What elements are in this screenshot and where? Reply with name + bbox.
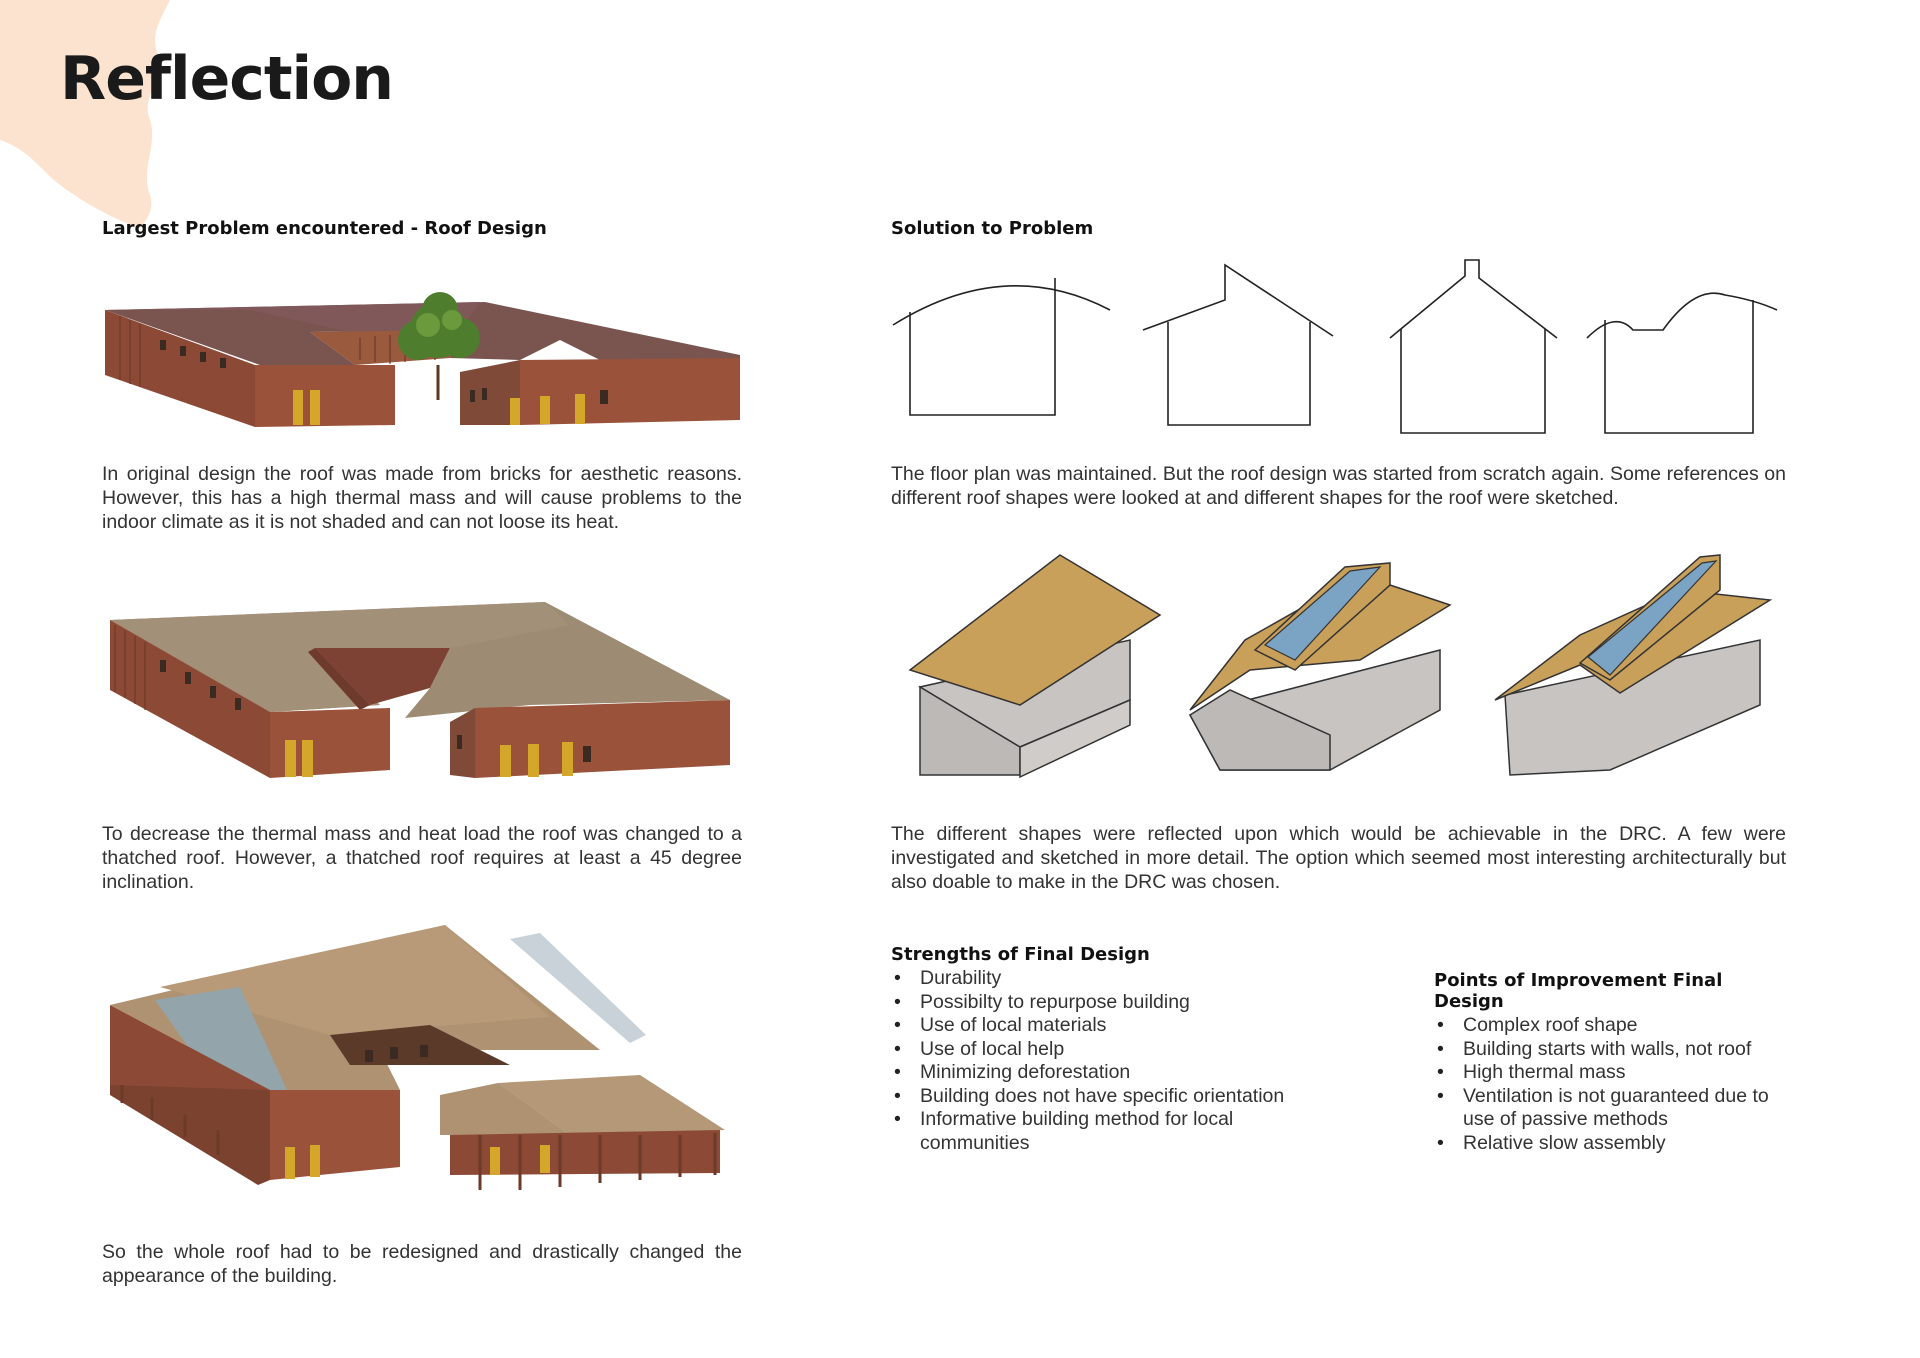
list-item: Use of local materials (891, 1014, 1311, 1038)
thatched-roof-render (110, 602, 730, 778)
list-item: Relative slow assembly (1434, 1132, 1794, 1156)
brick-roof-render (105, 292, 740, 427)
strengths-section: Strengths of Final Design DurabilityPoss… (891, 944, 1311, 1155)
list-item: Informative building method for local co… (891, 1108, 1311, 1155)
improvements-section: Points of Improvement Final Design Compl… (1434, 970, 1794, 1155)
roof-shape-sketches (892, 259, 1778, 434)
list-item: High thermal mass (1434, 1061, 1794, 1085)
right-heading: Solution to Problem (891, 218, 1094, 239)
improvements-list: Complex roof shapeBuilding starts with w… (1434, 1014, 1794, 1155)
left-paragraph-1: In original design the roof was made fro… (102, 463, 742, 533)
list-item: Durability (891, 967, 1311, 991)
left-paragraph-3: So the whole roof had to be redesigned a… (102, 1241, 742, 1287)
left-heading: Largest Problem encountered - Roof Desig… (102, 218, 547, 239)
list-item: Use of local help (891, 1038, 1311, 1062)
corner-decoration (0, 0, 170, 228)
right-paragraph-2: The different shapes were reflected upon… (891, 823, 1786, 893)
list-item: Ventilation is not guaranteed due to use… (1434, 1085, 1794, 1132)
list-item: Complex roof shape (1434, 1014, 1794, 1038)
sketch-roof-option-2 (1188, 562, 1452, 771)
sketch-roof-option-1 (908, 554, 1162, 779)
list-item: Building does not have specific orientat… (891, 1085, 1311, 1109)
page-title: Reflection (60, 44, 394, 114)
list-item: Possibilty to repurpose building (891, 991, 1311, 1015)
strengths-heading: Strengths of Final Design (891, 944, 1150, 965)
sketch-roof-option-3 (1494, 554, 1773, 776)
list-item: Building starts with walls, not roof (1434, 1038, 1794, 1062)
strengths-list: DurabilityPossibilty to repurpose buildi… (891, 967, 1311, 1155)
roof-3d-sketches (908, 554, 1773, 779)
left-paragraph-2: To decrease the thermal mass and heat lo… (102, 823, 742, 893)
final-design-render (110, 925, 725, 1190)
improvements-heading: Points of Improvement Final Design (1434, 970, 1723, 1012)
right-paragraph-1: The floor plan was maintained. But the r… (891, 463, 1786, 509)
list-item: Minimizing deforestation (891, 1061, 1311, 1085)
